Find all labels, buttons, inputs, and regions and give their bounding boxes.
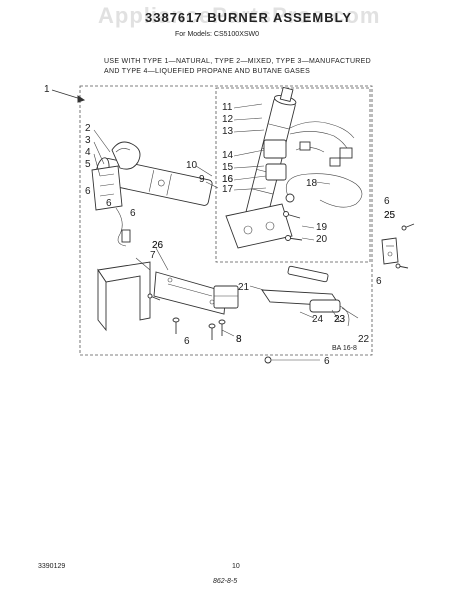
callout-20: 20 xyxy=(316,234,328,245)
callout-24: 24 xyxy=(312,314,324,325)
gas-type-note-line1: USE WITH TYPE 1—NATURAL, TYPE 2—MIXED, T… xyxy=(104,58,371,65)
callout-6-c: 6 xyxy=(184,336,190,347)
callout-6-f: 6 xyxy=(324,356,330,367)
callout-6-d: 6 xyxy=(384,196,390,207)
callout-6-e: 6 xyxy=(376,276,382,287)
callout-19: 19 xyxy=(316,222,328,233)
callout-22: 22 xyxy=(358,334,370,345)
screw-right-upper xyxy=(401,223,415,231)
screw-lower-mid xyxy=(208,323,216,340)
valve-wire-harness xyxy=(289,121,355,167)
gas-type-note-line2: AND TYPE 4—LIQUEFIED PROPANE AND BUTANE … xyxy=(104,68,311,75)
mounting-bracket xyxy=(97,261,151,332)
screw-20 xyxy=(285,235,303,241)
callout-23-b: 23 xyxy=(334,314,346,325)
callout-8: 8 xyxy=(236,334,242,345)
watermark: AppliancePartsPros.com xyxy=(98,3,381,28)
orifice-holder xyxy=(213,285,239,309)
callout-5: 5 xyxy=(85,159,91,170)
callout-3: 3 xyxy=(85,135,91,146)
callout-labels: 1 2 3 4 5 6 7 8 9 10 11 12 13 14 15 16 1… xyxy=(44,84,396,367)
callout-16: 16 xyxy=(222,174,234,185)
igniter-bracket xyxy=(91,165,123,211)
leader-lines xyxy=(93,103,359,337)
flame-sensor xyxy=(285,173,363,208)
callout-15: 15 xyxy=(222,162,234,173)
valve-subassembly-boundary xyxy=(215,87,371,263)
callout-6-g: 6 xyxy=(106,198,112,209)
arrowhead-1 xyxy=(77,95,86,103)
handwritten-stamp: 862-8-5 xyxy=(213,578,238,585)
screw-bracket xyxy=(147,293,161,301)
callout-26: 26 xyxy=(152,240,164,251)
callout-26-b: 26 xyxy=(152,240,164,251)
assembly-boundary xyxy=(79,85,373,356)
callout-23: 23 xyxy=(334,314,346,325)
callout-21: 21 xyxy=(238,282,250,293)
callout-17: 17 xyxy=(222,184,234,195)
callout-18: 18 xyxy=(306,178,318,189)
callout-10: 10 xyxy=(186,160,198,171)
callout-14: 14 xyxy=(222,150,234,161)
callout-7: 7 xyxy=(150,250,156,261)
screw-lower-right xyxy=(218,319,226,336)
callout-2: 2 xyxy=(85,123,91,134)
callout-25-b: 25 xyxy=(384,210,396,221)
callout-25: 25 xyxy=(384,210,396,221)
igniter-connector xyxy=(121,229,131,243)
page-title: 3387617 BURNER ASSEMBLY xyxy=(145,10,352,25)
callout-4: 4 xyxy=(85,147,91,158)
callout-12: 12 xyxy=(222,114,234,125)
callout-16-b: 16 xyxy=(222,174,234,185)
screw-lower-left xyxy=(172,317,180,334)
figure-id: BA 16-8 xyxy=(332,345,357,352)
callout-13: 13 xyxy=(222,126,234,137)
valve-coil xyxy=(263,139,287,181)
callout-6-b: 6 xyxy=(130,208,136,219)
screw-bottom xyxy=(264,356,320,364)
igniter-wire xyxy=(115,207,127,247)
models-label: For Models: CS5100XSW0 xyxy=(175,31,260,38)
callout-6: 6 xyxy=(85,186,91,197)
callout-11: 11 xyxy=(222,102,233,113)
part-number: 3390129 xyxy=(38,563,66,570)
callout-8-b: 8 xyxy=(236,334,242,345)
valve-manifold xyxy=(225,203,293,249)
page-number: 10 xyxy=(232,563,240,570)
screw-right-lower xyxy=(395,263,409,269)
burner-support-plate xyxy=(153,271,227,315)
callout-9: 9 xyxy=(199,174,205,185)
flame-spreader xyxy=(111,141,141,170)
screw-19 xyxy=(283,211,301,219)
igniter-assembly xyxy=(261,265,350,327)
callout-1: 1 xyxy=(44,84,50,95)
side-bracket xyxy=(381,237,399,265)
